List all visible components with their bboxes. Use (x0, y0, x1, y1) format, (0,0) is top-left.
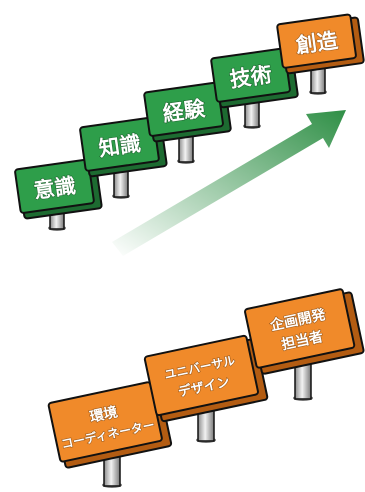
sign-souzou: 創造 (276, 13, 365, 95)
sign-post (112, 169, 130, 199)
sign-ishiki: 意識 (14, 158, 103, 231)
sign-board (276, 13, 357, 69)
sign-chishiki: 知識 (79, 116, 168, 199)
sign-post (309, 65, 327, 95)
sign-label: 経験 (161, 96, 207, 126)
growth-arrow-icon (112, 110, 346, 256)
sign-post (293, 362, 313, 401)
sign-keiken: 経験 (143, 81, 232, 164)
sign-label-line1: 環境 (88, 403, 119, 425)
sign-label: 知識 (97, 131, 142, 161)
sign-board (143, 334, 259, 417)
sign-board (244, 288, 356, 369)
sign-post (177, 135, 195, 164)
sign-label: 技術 (228, 62, 273, 92)
sign-board (14, 158, 95, 214)
sign-gijutsu: 技術 (210, 47, 299, 129)
sign-product-planning: 企画開発 担当者 (244, 288, 365, 401)
sign-post (243, 99, 261, 129)
sign-universal-design: ユニバーサル デザイン (143, 334, 269, 443)
sign-kankyo-coordinator: 環境 コーディネーター (47, 381, 173, 488)
